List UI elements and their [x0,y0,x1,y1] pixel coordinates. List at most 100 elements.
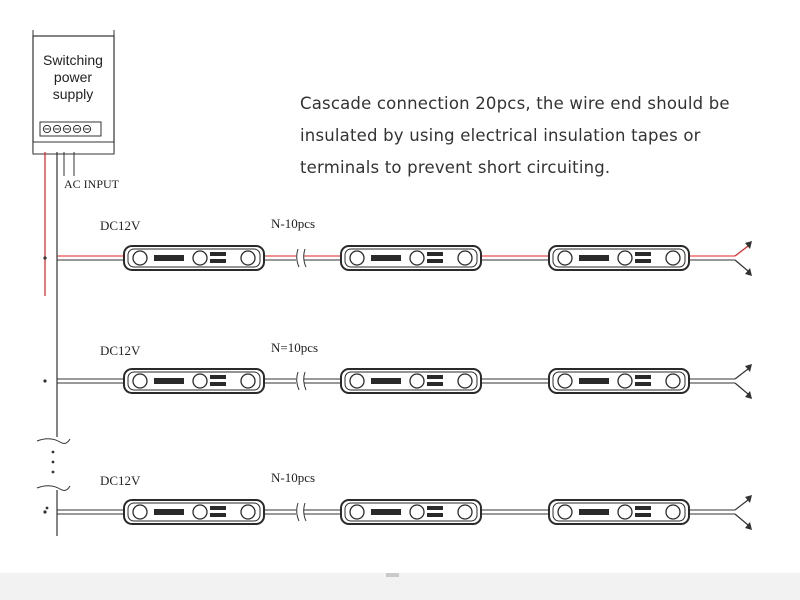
led-lens [617,250,633,266]
led-module-marking [579,255,609,261]
led-module-marking-small [635,259,651,263]
led-lens [409,373,425,389]
led-module-marking [371,378,401,384]
break-mark-bottom [36,485,71,491]
end-cap [745,522,752,530]
continuation-dot-3 [51,470,55,474]
led-lens [132,504,148,520]
bus-junction-dot [43,379,47,383]
row-2: DC12V N=10pcs [43,340,752,399]
led-module-marking-small [210,259,226,263]
led-lens [457,373,473,389]
led-module-marking-small [427,382,443,386]
led-lens [617,373,633,389]
led-lens [665,373,681,389]
led-module-inner [552,502,686,522]
led-module-marking [371,509,401,515]
led-lens [557,504,573,520]
end-cap [745,364,752,372]
led-module-marking-small [635,506,651,510]
continuation-dot-4 [45,506,49,510]
led-lens [192,373,208,389]
psu-terminals [42,124,92,134]
end-lead-positive [734,368,749,380]
led-module-marking [154,255,184,261]
psu-label-line-3: supply [53,86,93,102]
led-lens [192,250,208,266]
end-cap [745,495,752,503]
led-module-inner [552,248,686,268]
led-lens [457,504,473,520]
bus-junction-dot [43,256,47,260]
led-module-marking-small [210,506,226,510]
led-module-marking [154,509,184,515]
wire-break-mark [296,502,300,522]
led-module-marking-small [635,252,651,256]
led-module-marking-small [210,513,226,517]
bus-junction-dot [43,510,47,514]
row-3-count-label: N-10pcs [271,470,315,485]
led-lens [240,373,256,389]
led-module-inner [344,248,478,268]
power-supply: Switching power supply AC INPUT [32,30,120,191]
led-module-marking-small [427,252,443,256]
led-lens [557,250,573,266]
end-cap [745,268,752,276]
psu-label-line-2: power [54,69,92,85]
continuation-dot-2 [51,460,55,464]
end-lead-negative [734,382,749,395]
led-module-marking-small [635,382,651,386]
wire-break-mark [303,248,307,268]
bottom-scroll-bar[interactable] [0,573,800,600]
break-mark-top [36,438,71,444]
end-cap [745,241,752,249]
led-module-marking-small [210,252,226,256]
led-lens [240,250,256,266]
led-module-marking [579,509,609,515]
row-3-voltage-label: DC12V [100,473,141,488]
led-module-marking [154,378,184,384]
led-module-marking-small [635,513,651,517]
led-lens [665,504,681,520]
end-lead-positive [734,245,749,257]
led-module-inner [127,502,261,522]
note-line-2: insulated by using electrical insulation… [300,126,701,145]
led-lens [409,250,425,266]
row-3-module-chain [43,495,752,530]
led-module-inner [344,502,478,522]
continuation-dot-1 [51,450,55,454]
led-module-marking-small [427,375,443,379]
wire-break-mark [296,248,300,268]
led-module-inner [552,371,686,391]
ac-input-label: AC INPUT [64,177,120,191]
led-module-inner [344,371,478,391]
row-2-voltage-label: DC12V [100,343,141,358]
led-module-marking-small [427,513,443,517]
led-lens [665,250,681,266]
led-module-inner [127,248,261,268]
row-3: DC12V N-10pcs [43,470,752,530]
led-lens [132,250,148,266]
led-module-marking [579,378,609,384]
led-lens [457,250,473,266]
note-line-3: terminals to prevent short circuiting. [300,158,611,177]
led-lens [192,504,208,520]
wire-break-mark [303,502,307,522]
led-module-marking-small [210,375,226,379]
note-line-1: Cascade connection 20pcs, the wire end s… [300,94,730,113]
row-1: DC12V N-10pcs [43,216,752,276]
led-module-marking [371,255,401,261]
end-lead-negative [734,259,749,272]
bottom-scroll-handle[interactable] [386,573,399,577]
led-lens [240,504,256,520]
led-lens [349,373,365,389]
row-2-count-label: N=10pcs [271,340,318,355]
led-lens [132,373,148,389]
led-module-inner [127,371,261,391]
led-module-marking-small [427,259,443,263]
led-lens [617,504,633,520]
row-2-module-chain [43,364,752,399]
end-lead-positive [734,499,749,511]
led-module-marking-small [427,506,443,510]
